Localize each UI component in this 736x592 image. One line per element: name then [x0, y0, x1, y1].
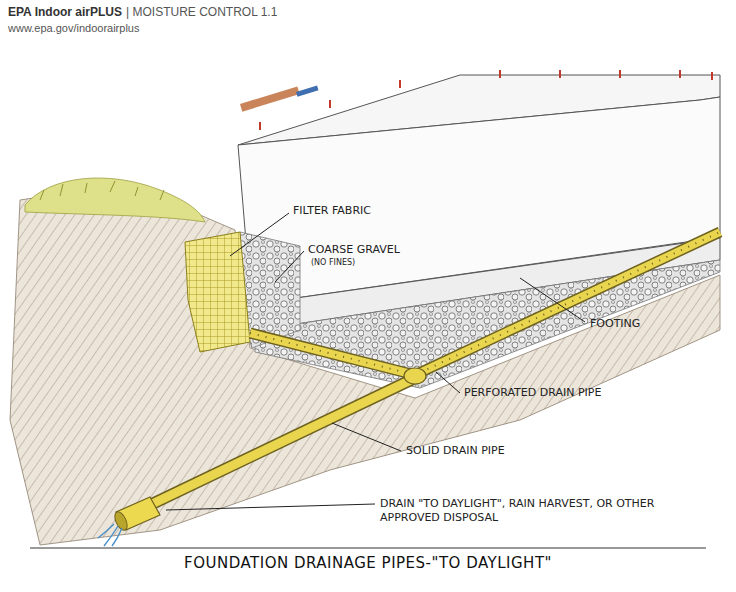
part-label: PERFORATED DRAIN PIPE: [464, 386, 601, 400]
header-section: | MOISTURE CONTROL 1.1: [126, 5, 277, 21]
perforated-drain-pipe: [250, 232, 720, 375]
grass: [25, 178, 205, 222]
filter-fabric: [185, 232, 250, 352]
solid-drain-pipe: [150, 378, 415, 505]
part-note: (NO FINES): [311, 258, 355, 268]
leader-lines: [166, 213, 585, 510]
caption-rule: [30, 548, 706, 549]
part-label: COARSE GRAVEL: [308, 243, 400, 257]
part-label: DRAIN "TO DAYLIGHT", RAIN HARVEST, OR OT…: [380, 497, 680, 526]
water-outflow: [98, 524, 122, 546]
gravel-bed: [255, 260, 720, 388]
part-label: FILTER FABRIC: [293, 204, 371, 218]
caption: FOUNDATION DRAINAGE PIPES-"TO DAYLIGHT": [184, 554, 552, 574]
header-brand: EPA Indoor airPLUS: [8, 5, 122, 21]
part-label: SOLID DRAIN PIPE: [406, 444, 505, 458]
header-url: www.epa.gov/indoorairplus: [8, 21, 139, 35]
part-label: FOOTING: [590, 317, 640, 331]
